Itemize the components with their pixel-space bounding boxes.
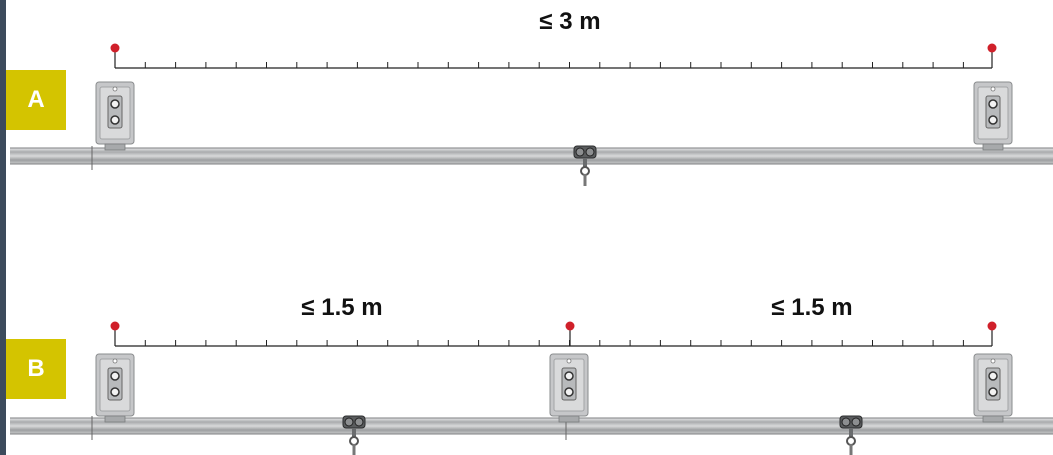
panel-b-badge: B (6, 339, 66, 399)
span-label-b-right: ≤ 1.5 m (771, 294, 853, 321)
span-ruler-a (110, 43, 997, 69)
span-label-a: ≤ 3 m (539, 8, 601, 35)
trolley-b-left (342, 415, 366, 455)
panel-a-badge: A (6, 70, 66, 130)
rail-a (10, 148, 1053, 164)
panel-a (10, 43, 1053, 187)
trolley-b-right (839, 415, 863, 455)
ruler-b-marker-dot (110, 321, 120, 331)
left-edge-bar (0, 0, 6, 455)
span-ruler-b (110, 321, 997, 347)
rail-b (10, 418, 1053, 434)
trolley-a (573, 145, 597, 187)
bracket-b-middle (549, 353, 589, 423)
bracket-b-left (95, 353, 135, 423)
ruler-b-marker-dot (987, 321, 997, 331)
bracket-b-right (973, 353, 1013, 423)
ruler-a-marker-dot (110, 43, 120, 53)
span-label-b-left: ≤ 1.5 m (301, 294, 383, 321)
ruler-a-marker-dot (987, 43, 997, 53)
panel-b (10, 321, 1053, 455)
bracket-a-left (95, 81, 135, 151)
bracket-a-right (973, 81, 1013, 151)
ruler-b-marker-dot (565, 321, 575, 331)
